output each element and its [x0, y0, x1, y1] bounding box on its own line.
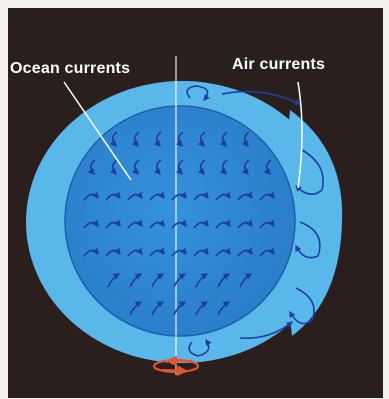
ocean-current-arrows: [83, 131, 275, 316]
ocean-current-arrow: [105, 219, 121, 229]
ocean-current-arrow: [175, 131, 184, 148]
air-current-arrows: [186, 85, 324, 357]
ocean-current-arrow: [151, 301, 165, 316]
ocean-current-arrow: [237, 219, 253, 229]
air-currents-label: Air currents: [232, 56, 326, 73]
ocean-current-arrow: [197, 131, 206, 148]
ocean-current-arrow: [149, 191, 165, 201]
ocean-current-arrow: [129, 273, 143, 288]
ocean-currents-label: Ocean currents: [10, 60, 131, 77]
ocean-current-arrow: [263, 159, 272, 176]
ocean-current-arrow: [105, 191, 121, 201]
ocean-current-arrow: [127, 219, 143, 229]
ocean-current-arrow: [171, 191, 187, 201]
ocean-current-arrow: [87, 159, 96, 176]
ocean-current-arrow: [131, 159, 140, 176]
ocean-current-arrow: [131, 131, 140, 148]
ocean-current-arrow: [215, 191, 231, 201]
ocean-current-arrow: [153, 159, 162, 176]
ocean-current-arrow: [175, 159, 184, 176]
ocean-currents-pointer: [63, 81, 132, 181]
ocean-current-arrow: [241, 159, 250, 176]
ocean-current-arrow: [173, 273, 187, 288]
ocean-current-arrow: [109, 159, 118, 176]
ocean-current-arrow: [109, 131, 118, 148]
ocean-current-arrow: [193, 191, 209, 201]
ocean-current-arrow: [195, 301, 209, 316]
air-currents-pointer: [297, 81, 303, 189]
ocean-current-arrow: [193, 219, 209, 229]
ocean-current-arrow: [219, 159, 228, 176]
ocean-current-arrow: [241, 131, 250, 148]
ocean-current-arrow: [239, 273, 253, 288]
rotation-direction-arrow: [152, 355, 200, 377]
ocean-current-arrow: [217, 273, 231, 288]
ocean-current-arrow: [153, 131, 162, 148]
ocean-current-arrow: [171, 247, 187, 257]
ocean-current-arrow: [173, 301, 187, 316]
ocean-current-arrow: [107, 273, 121, 288]
ocean-current-arrow: [193, 247, 209, 257]
ocean-current-arrow: [259, 219, 275, 229]
ocean-current-arrow: [219, 131, 228, 148]
ocean-current-arrow: [151, 273, 165, 288]
ocean-current-arrow: [217, 301, 231, 316]
ocean-current-arrow: [171, 219, 187, 229]
ocean-current-arrow: [83, 191, 99, 201]
atmosphere-bulge: [280, 110, 343, 336]
ocean-current-arrow: [83, 219, 99, 229]
ocean-current-arrow: [215, 247, 231, 257]
ocean-current-arrow: [105, 247, 121, 257]
ocean-current-arrow: [127, 191, 143, 201]
ocean-current-arrow: [83, 247, 99, 257]
ocean-current-arrow: [237, 191, 253, 201]
ocean-current-arrow: [259, 247, 275, 257]
ocean-current-arrow: [129, 301, 143, 316]
ocean-current-arrow: [149, 247, 165, 257]
ocean-current-arrow: [215, 219, 231, 229]
ocean-current-arrow: [149, 219, 165, 229]
ocean-current-arrow: [259, 191, 275, 201]
ocean-layer: [64, 105, 296, 337]
ocean-current-arrow: [237, 247, 253, 257]
ocean-current-arrow: [197, 159, 206, 176]
ocean-current-arrow: [127, 247, 143, 257]
ocean-current-arrow: [195, 273, 209, 288]
